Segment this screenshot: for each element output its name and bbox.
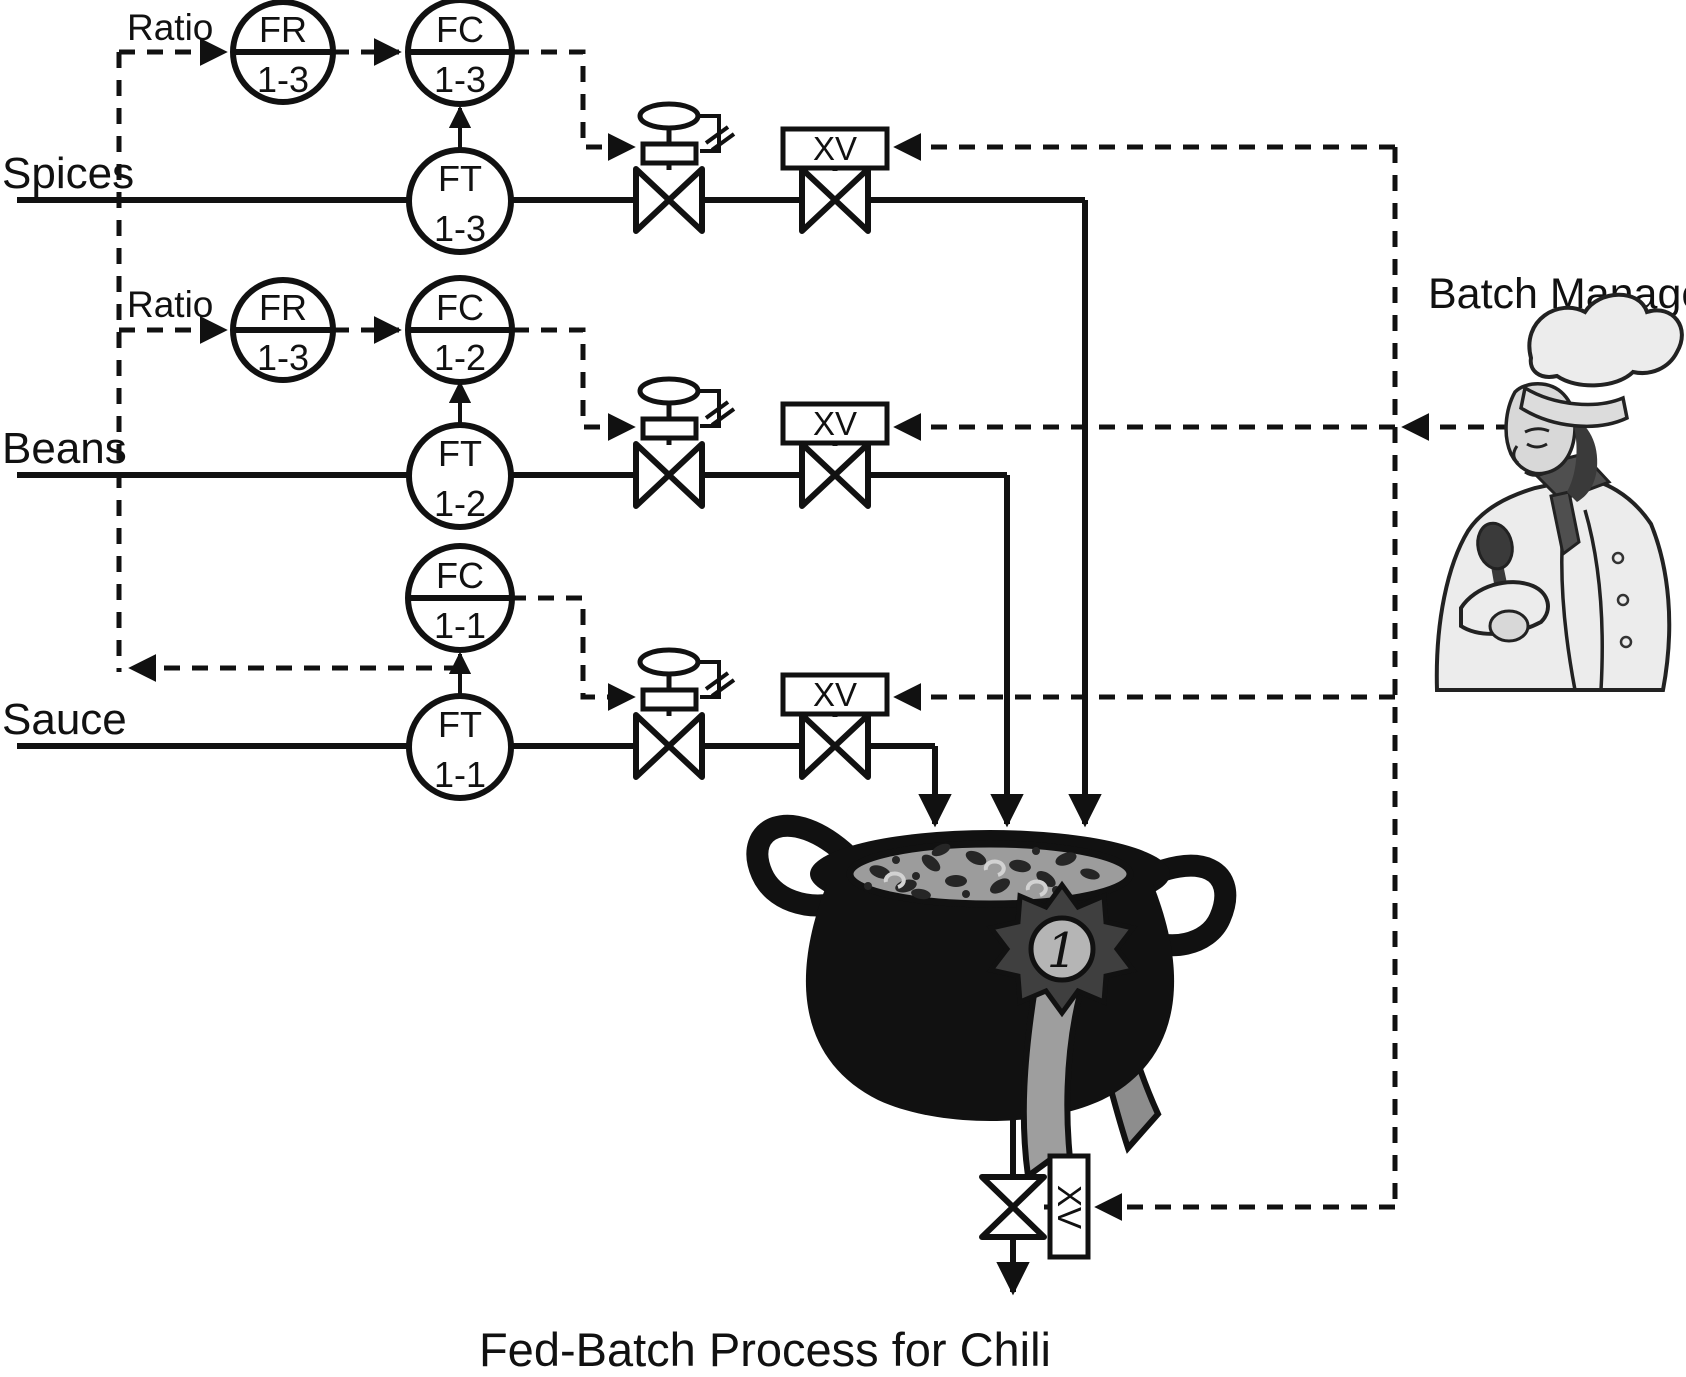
sauce-control-valve-body-icon (633, 712, 705, 780)
fc11-output-to-valve (510, 595, 636, 711)
chili-pot: 1 (746, 814, 1237, 1201)
spices-valve-actuator-icon (637, 101, 701, 131)
diagram-title: Fed-Batch Process for Chili (479, 1323, 1051, 1376)
ft13-bubble: FT 1-3 (406, 147, 514, 255)
chef-hat (1527, 292, 1684, 388)
chef-hand (1488, 609, 1530, 643)
spoon-bowl-icon (1476, 521, 1514, 571)
ft12-number: 1-2 (434, 483, 486, 524)
award-number: 1 (1047, 923, 1078, 979)
chef-nose (1512, 445, 1520, 465)
spices-xv-label: XV (813, 130, 857, 167)
beans-control-valve-body-icon (633, 441, 705, 509)
fc12-tag: FC (436, 287, 484, 328)
sauce-xv-label: XV (813, 676, 857, 713)
batch-manager-signal-bus (893, 133, 1540, 1221)
ft13-tag: FT (438, 158, 482, 199)
beans-ratio-label: Ratio (127, 284, 213, 325)
spices-stream-label: Spices (2, 149, 134, 198)
chili-macaroni (883, 859, 1048, 897)
first-place-ribbon: 1 (986, 880, 1138, 1201)
fc11-number: 1-1 (434, 605, 486, 646)
ft12-bubble: FT 1-2 (406, 422, 514, 530)
stream-row-sauce: FC 1-1 FT 1-1 XV Sauce (2, 543, 952, 828)
spices-ratio-label: Ratio (127, 7, 213, 48)
batch-manager-chef-illustration (1434, 292, 1684, 692)
beans-control-valve (633, 376, 736, 509)
fr13-bubble: FR 1-3 (230, 0, 336, 105)
ft13-number: 1-3 (434, 208, 486, 249)
chef-hat-band (1519, 385, 1629, 428)
fc12-number: 1-2 (434, 337, 486, 378)
fc11-bubble: FC 1-1 (405, 543, 515, 653)
beans-xv-valve-body-icon (799, 441, 871, 509)
sauce-control-valve (633, 647, 736, 780)
drain-xv-box (1047, 1153, 1091, 1260)
award-badge-circle (1028, 915, 1096, 983)
sauce-valve-positioner (640, 687, 699, 712)
chef-neckerchief-tail (1549, 490, 1581, 557)
ft11-tag: FT (438, 704, 482, 745)
stream-row-beans: FR 1-3 FC 1-2 FT 1-2 XV (2, 275, 1024, 828)
drain-xv-valve-body-icon (979, 1174, 1047, 1240)
fr13b-tag: FR (259, 287, 307, 328)
beans-valve-positioner (640, 416, 699, 441)
fr13-tag: FR (259, 9, 307, 50)
pot-right-handle-icon (1121, 854, 1237, 957)
sauce-stream-label: Sauce (2, 695, 127, 744)
beans-xv-label: XV (813, 405, 857, 442)
stream-row-spices: FR 1-3 FC 1-3 FT 1-3 XV (2, 0, 1102, 828)
fr13b-number: 1-3 (257, 337, 309, 378)
beans-valve-actuator-icon (637, 376, 701, 406)
fc13-output-to-valve (513, 49, 636, 161)
fr13b-bubble: FR 1-3 (230, 277, 336, 383)
ft11-bubble: FT 1-1 (406, 693, 514, 801)
chef-closed-eye-icon (1526, 442, 1548, 449)
pot-drain: XV (979, 1118, 1091, 1296)
chili-beans (864, 843, 1100, 900)
pot-body (805, 884, 1175, 1121)
ratio-signal-bus (116, 38, 460, 682)
fc13-number: 1-3 (434, 59, 486, 100)
drain-xv-label: XV (1051, 1185, 1088, 1229)
beans-xv-valve: XV (780, 401, 890, 509)
spices-xv-valve: XV (780, 126, 890, 234)
ft11-number: 1-1 (434, 754, 486, 795)
spices-control-valve-body-icon (633, 166, 705, 234)
fr13-number: 1-3 (257, 59, 309, 100)
fc13-tag: FC (436, 9, 484, 50)
fc12-output-to-valve (513, 327, 636, 441)
chef-smile (1524, 470, 1546, 477)
sauce-xv-valve-body-icon (799, 712, 871, 780)
fc11-tag: FC (436, 555, 484, 596)
spices-valve-positioner (640, 141, 699, 166)
pot-left-handle-icon (746, 814, 859, 917)
fc13-bubble: FC 1-3 (405, 0, 515, 107)
sauce-xv-valve: XV (780, 672, 890, 780)
chef-hair (1567, 416, 1598, 502)
beans-stream-label: Beans (2, 424, 127, 473)
ft12-tag: FT (438, 433, 482, 474)
sauce-valve-actuator-icon (637, 647, 701, 677)
spices-control-valve (633, 101, 736, 234)
chef-eyebrow (1524, 427, 1550, 434)
spices-xv-valve-body-icon (799, 166, 871, 234)
fc12-bubble: FC 1-2 (405, 275, 515, 385)
chef-jacket-buttons (1611, 551, 1633, 649)
